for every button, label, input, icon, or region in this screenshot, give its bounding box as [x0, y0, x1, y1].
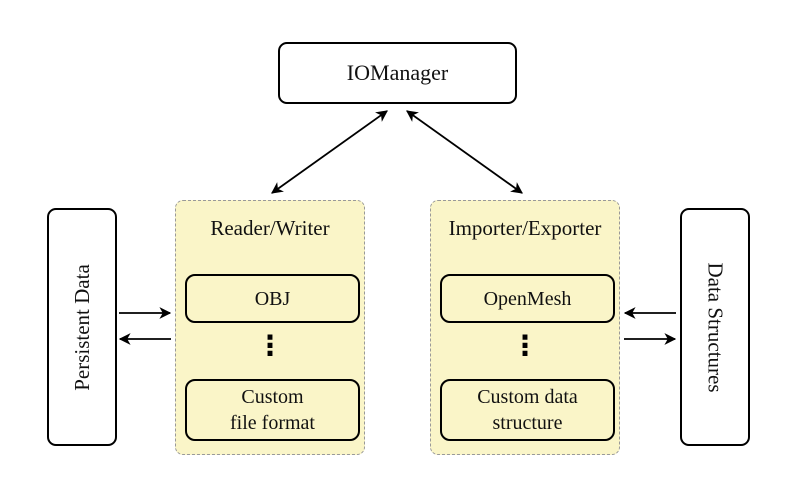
- custom-file-format-box: Custom file format: [185, 379, 360, 441]
- obj-label: OBJ: [254, 287, 291, 310]
- custom-data-structure-line2: structure: [492, 412, 563, 434]
- persistent-data-box: Persistent Data: [47, 208, 117, 446]
- custom-file-format-line2: file format: [230, 412, 315, 434]
- io-manager-label: IOManager: [346, 60, 449, 85]
- reader-writer-label: Reader/Writer: [210, 216, 330, 240]
- data-structures-box: Data Structures: [680, 208, 750, 446]
- importer-exporter-group: Importer/Exporter OpenMesh ⋮ Custom data…: [430, 200, 620, 455]
- arrow-iomanager-importerexporter: [406, 110, 523, 194]
- io-manager-box: IOManager: [278, 42, 517, 104]
- importer-exporter-label: Importer/Exporter: [448, 216, 602, 240]
- reader-writer-group: Reader/Writer OBJ ⋮ Custom file format: [175, 200, 365, 455]
- openmesh-label: OpenMesh: [483, 287, 572, 310]
- custom-data-structure-line1: Custom data: [477, 386, 578, 408]
- obj-box: OBJ: [185, 274, 360, 323]
- arrow-iomanager-readerwriter: [271, 110, 388, 194]
- custom-file-format-line1: Custom: [241, 386, 304, 408]
- vdots-icon: ⋮: [256, 329, 284, 362]
- openmesh-box: OpenMesh: [440, 274, 615, 323]
- vdots-icon: ⋮: [511, 329, 539, 362]
- custom-data-structure-box: Custom data structure: [440, 379, 615, 441]
